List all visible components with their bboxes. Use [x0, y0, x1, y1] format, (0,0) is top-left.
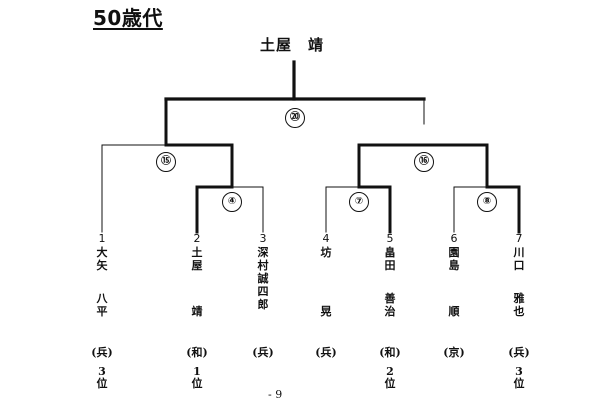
player-7: 7 川口 雅也	[507, 232, 531, 318]
player-seed: 3	[259, 232, 267, 245]
match-label-8: ⑧	[477, 192, 497, 212]
player-6-prefecture: (京)	[443, 346, 465, 359]
player-5-prefecture: (和)	[379, 346, 401, 359]
player-surname: 川口	[513, 246, 525, 272]
player-5: 5 畠田 善治	[378, 232, 402, 318]
player-surname: 畠田	[384, 246, 396, 272]
player-surname: 坊	[320, 246, 332, 259]
match-label-7: ⑦	[349, 192, 369, 212]
player-given-name: 順	[448, 305, 460, 318]
player-given-name: 晃	[320, 305, 332, 318]
player-given-name: 靖	[191, 305, 203, 318]
player-1: 1 大矢 八平	[90, 232, 114, 318]
player-seed: 5	[386, 232, 394, 245]
player-3-prefecture: (兵)	[252, 346, 274, 359]
player-surname: 大矢	[96, 246, 108, 272]
player-surname: 土屋	[191, 246, 203, 272]
player-full-name: 深村誠四郎	[257, 246, 269, 311]
match-label-20: ⑳	[285, 108, 305, 128]
page-number: - 9	[268, 388, 283, 401]
player-3: 3 深村誠四郎	[251, 232, 275, 311]
page-title: 50歳代	[93, 6, 163, 30]
player-given-name: 善治	[384, 292, 396, 318]
champion-name: 土屋 靖	[260, 36, 325, 54]
player-1-prefecture: (兵)	[91, 346, 113, 359]
player-2: 2 土屋 靖	[185, 232, 209, 318]
player-seed: 2	[193, 232, 201, 245]
player-seed: 4	[322, 232, 330, 245]
player-given-name: 雅也	[513, 292, 525, 318]
player-seed: 7	[515, 232, 523, 245]
player-seed: 6	[450, 232, 458, 245]
player-4-prefecture: (兵)	[315, 346, 337, 359]
player-given-name: 八平	[96, 292, 108, 318]
player-surname: 園島	[448, 246, 460, 272]
player-4: 4 坊 晃	[314, 232, 338, 318]
player-6: 6 園島 順	[442, 232, 466, 318]
player-7-prefecture: (兵)	[508, 346, 530, 359]
match-label-4: ④	[222, 192, 242, 212]
match-label-16: ⑯	[414, 152, 434, 172]
player-seed: 1	[98, 232, 106, 245]
match-label-15: ⑮	[156, 152, 176, 172]
player-2-prefecture: (和)	[186, 346, 208, 359]
